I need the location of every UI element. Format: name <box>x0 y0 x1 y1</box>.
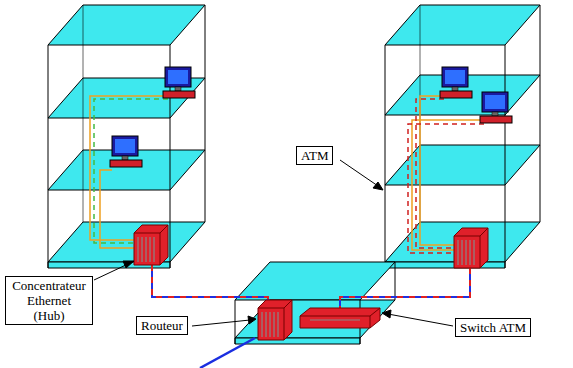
callout-box: ATM <box>296 146 333 165</box>
callout-text: ATM <box>301 148 328 163</box>
building-middle <box>235 262 395 344</box>
atm-switch-icon <box>300 308 380 328</box>
callout-text: Routeur <box>141 318 183 333</box>
callout-box: Switch ATM <box>455 318 531 337</box>
building-right <box>385 5 540 268</box>
callout-text: Switch ATM <box>460 320 526 335</box>
callout-text: Concentrateur Ethernet (Hub) <box>10 278 88 323</box>
callout-box: Concentrateur Ethernet (Hub) <box>5 276 93 325</box>
building-left <box>48 5 205 268</box>
leader-lines <box>94 160 453 326</box>
backbone-cable <box>152 265 470 368</box>
callout-box: Routeur <box>136 316 188 335</box>
